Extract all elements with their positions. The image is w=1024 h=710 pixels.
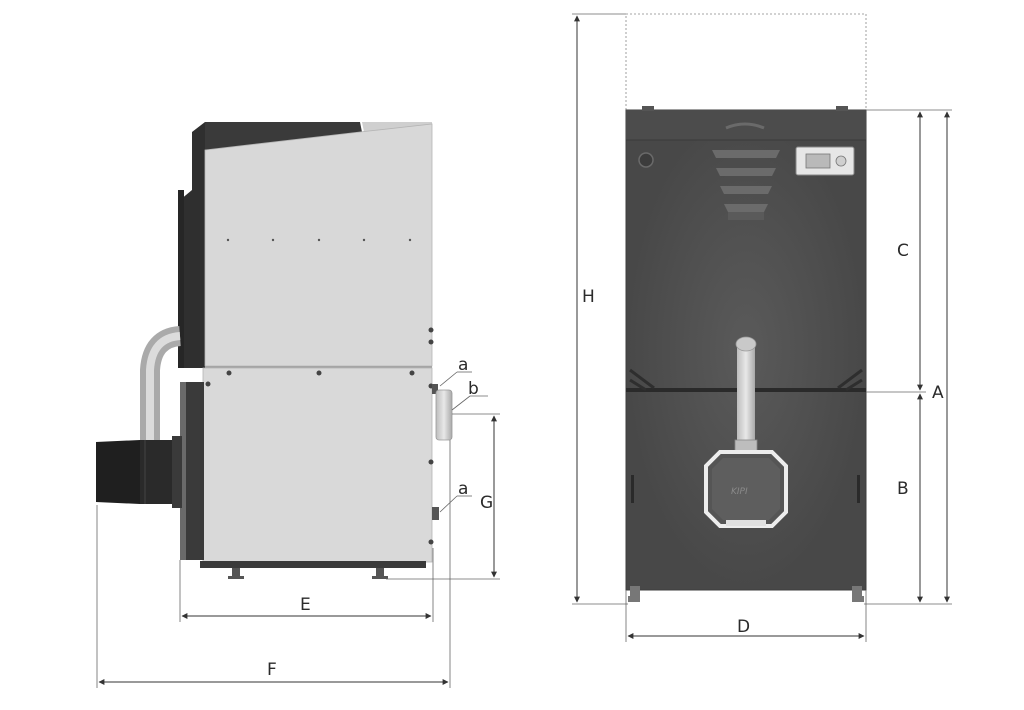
- dimension-g-label: G: [480, 493, 493, 513]
- dimension-h-label: H: [582, 287, 595, 307]
- controller-display: [805, 153, 831, 169]
- burner-brand-label: KIPI: [731, 487, 748, 497]
- front-column-upper: [180, 122, 205, 368]
- flue-outlet: [435, 389, 453, 441]
- slot-right: [857, 475, 860, 503]
- service-clearance: [625, 13, 867, 111]
- side-panel-lower: [202, 367, 433, 563]
- foot-right: [376, 568, 384, 576]
- front-door-lower: [182, 382, 204, 560]
- side-panel-upper: [204, 123, 433, 367]
- front-dimensions: H D C B A: [572, 13, 952, 642]
- connection-a-upper: [432, 384, 438, 394]
- dimension-c-label: C: [897, 241, 909, 261]
- dimension-f-label: F: [267, 660, 277, 680]
- burner-base: [726, 520, 766, 526]
- rivets-divider: [205, 370, 415, 387]
- front-feed-pipe: [737, 344, 755, 456]
- band-brackets: [629, 368, 863, 392]
- connection-a-upper-label: a: [458, 355, 468, 375]
- top-tab-right: [836, 106, 848, 111]
- burner-side: [96, 436, 182, 508]
- top-handle: [725, 122, 765, 130]
- foot-left: [232, 568, 240, 576]
- front-column-edge: [178, 190, 184, 368]
- base-plate: [200, 561, 426, 568]
- connection-a-lower-label: a: [458, 479, 468, 499]
- feed-pipe-highlight: [146, 332, 181, 440]
- front-feet: [628, 586, 864, 602]
- front-door-frame: [180, 382, 186, 560]
- controller-knob-icon: [835, 155, 847, 167]
- connection-a-lower: [432, 507, 439, 520]
- top-tab-left: [642, 106, 654, 111]
- dimension-a-label: A: [932, 383, 944, 403]
- vent-louvres: [712, 150, 780, 220]
- rivets-upper: [226, 238, 412, 242]
- front-view: KIPI: [625, 13, 867, 602]
- side-dimensions: E F G a b a: [96, 355, 500, 688]
- dimension-b-label: B: [897, 479, 909, 499]
- foot-right-pad: [372, 576, 388, 579]
- gauge-icon: [638, 152, 654, 168]
- foot-left-pad: [228, 576, 244, 579]
- front-feed-pipe-top: [735, 336, 757, 352]
- dimension-d-label: D: [737, 617, 750, 637]
- dimension-e-label: E: [300, 595, 311, 615]
- burner-front-inner: [712, 458, 780, 520]
- connection-b-label: b: [468, 379, 479, 399]
- slot-left: [631, 475, 634, 503]
- side-view: [96, 122, 453, 579]
